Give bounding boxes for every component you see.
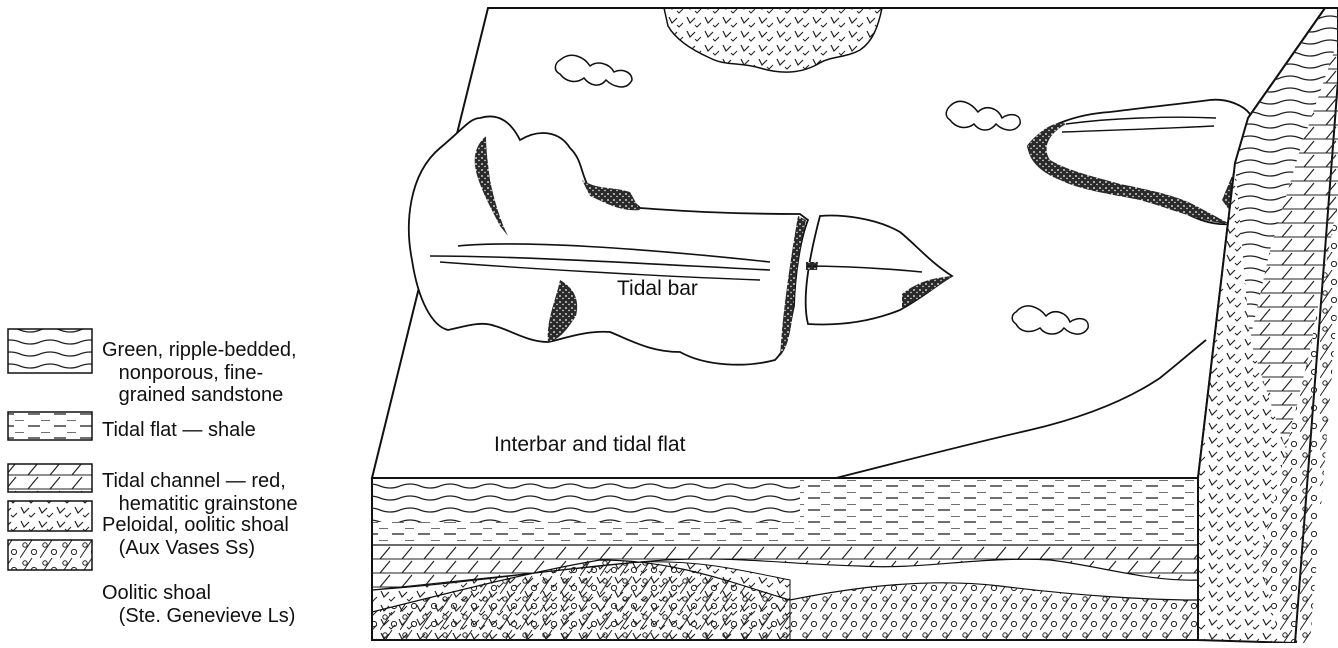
- legend-swatch-ripple: [8, 329, 92, 373]
- label-interbar-tidal-flat: Interbar and tidal flat: [494, 433, 685, 457]
- legend-line: (Ste. Genevieve Ls): [102, 605, 295, 628]
- legend-line: hematitic grainstone: [102, 493, 298, 516]
- legend-line: grained sandstone: [102, 384, 297, 407]
- legend-label-ripple: Green, ripple-bedded, nonporous, fine- g…: [102, 339, 297, 407]
- legend-line: Tidal flat — shale: [102, 419, 256, 442]
- legend-line: (Aux Vases Ss): [102, 537, 289, 560]
- front-face-ripple-layer: [372, 480, 800, 522]
- legend-line: Tidal channel — red,: [102, 470, 298, 493]
- legend-label-shale: Tidal flat — shale: [102, 419, 256, 442]
- legend-line: Oolitic shoal: [102, 582, 295, 605]
- legend-swatch-peloidal: [8, 501, 92, 531]
- legend-line: Peloidal, oolitic shoal: [102, 514, 289, 537]
- legend-line: nonporous, fine-: [102, 362, 297, 385]
- legend-swatch-shale: [8, 412, 92, 440]
- legend-swatches: [8, 329, 92, 570]
- label-tidal-bar: Tidal bar: [617, 277, 698, 301]
- legend-label-peloidal: Peloidal, oolitic shoal (Aux Vases Ss): [102, 514, 289, 559]
- legend-label-oolitic: Oolitic shoal (Ste. Genevieve Ls): [102, 582, 295, 627]
- legend-swatch-oolitic: [8, 540, 92, 570]
- legend-label-channel: Tidal channel — red, hematitic grainston…: [102, 470, 298, 515]
- legend-line: Green, ripple-bedded,: [102, 339, 297, 362]
- legend-swatch-channel: [8, 464, 92, 492]
